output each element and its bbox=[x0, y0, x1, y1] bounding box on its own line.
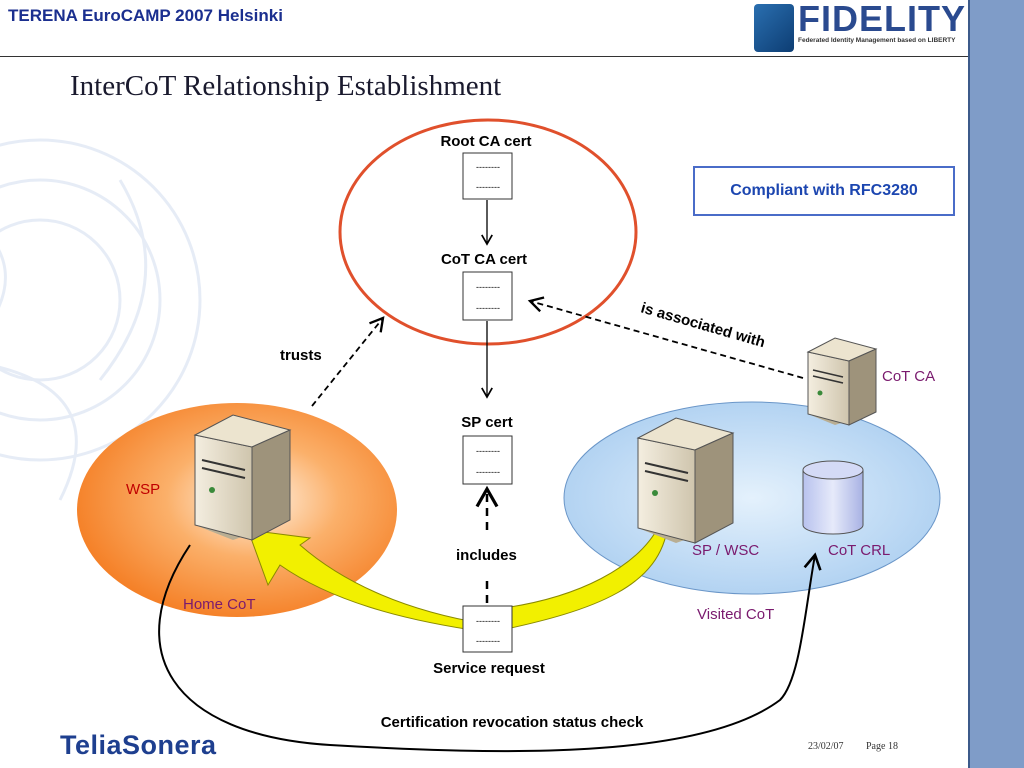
cot-ca-cert-doc bbox=[462, 271, 513, 321]
root-cert-line-1: -------- bbox=[476, 162, 500, 172]
header-bar bbox=[0, 0, 968, 57]
revocation-check-arrow bbox=[158, 544, 822, 753]
associated-label: is associated with bbox=[639, 300, 767, 352]
sp-cert-label: SP cert bbox=[461, 414, 512, 431]
root-cert-line-2: -------- bbox=[476, 182, 500, 192]
cot-ca-label: CoT CA bbox=[882, 368, 935, 385]
associated-arrow bbox=[527, 296, 804, 379]
sp-wsc-label: SP / WSC bbox=[692, 542, 759, 559]
cot-cert-line-2: -------- bbox=[476, 303, 500, 313]
service-request-label: Service request bbox=[433, 660, 545, 677]
root-ca-circle bbox=[338, 118, 638, 346]
cot-cert-line-1: -------- bbox=[476, 282, 500, 292]
service-request-doc bbox=[462, 605, 513, 653]
includes-label: includes bbox=[456, 547, 517, 564]
wsp-label: WSP bbox=[126, 481, 160, 498]
trusts-label: trusts bbox=[280, 347, 322, 364]
right-sidebar-band bbox=[968, 0, 1024, 768]
request-line-1: -------- bbox=[476, 616, 500, 626]
service-request-yellow-arrow-left bbox=[247, 529, 487, 633]
slide-title: InterCoT Relationship Establishment bbox=[70, 70, 502, 102]
cot-ca-server-icon bbox=[806, 337, 878, 426]
revocation-label: Certification revocation status check bbox=[381, 714, 644, 731]
sp-wsc-server-icon bbox=[636, 417, 735, 544]
footer-date: 23/02/07 bbox=[808, 741, 844, 752]
cot-crl-database-icon bbox=[802, 460, 864, 535]
cot-crl-label: CoT CRL bbox=[828, 542, 890, 559]
sp-cert-line-2: -------- bbox=[476, 467, 500, 477]
footer-page-number: Page 18 bbox=[866, 741, 898, 752]
event-title: TERENA EuroCAMP 2007 Helsinki bbox=[8, 6, 283, 25]
relationship-diagram: Root CA cert CoT CA cert SP cert Service… bbox=[0, 118, 941, 753]
rfc-note-box: Compliant with RFC3280 bbox=[693, 166, 955, 216]
fidelity-logo-icon bbox=[754, 4, 794, 52]
visited-cot-label: Visited CoT bbox=[697, 606, 774, 623]
background-celtic-pattern bbox=[0, 138, 202, 501]
logo-subtitle: Federated Identity Management based on L… bbox=[798, 37, 956, 44]
visited-cot-ellipse bbox=[563, 401, 941, 595]
trusts-arrow bbox=[311, 316, 385, 407]
sp-cert-doc bbox=[462, 435, 513, 485]
sp-cert-line-1: -------- bbox=[476, 446, 500, 456]
cot-ca-cert-label: CoT CA cert bbox=[441, 251, 527, 268]
wsp-server-icon bbox=[193, 414, 292, 541]
root-ca-cert-label: Root CA cert bbox=[440, 133, 531, 150]
request-line-2: -------- bbox=[476, 636, 500, 646]
logo-word: FIDELITY bbox=[798, 0, 966, 39]
root-ca-cert-doc bbox=[462, 152, 513, 200]
home-cot-label: Home CoT bbox=[183, 596, 256, 613]
teliasonera-logo: TeliaSonera bbox=[60, 730, 217, 760]
